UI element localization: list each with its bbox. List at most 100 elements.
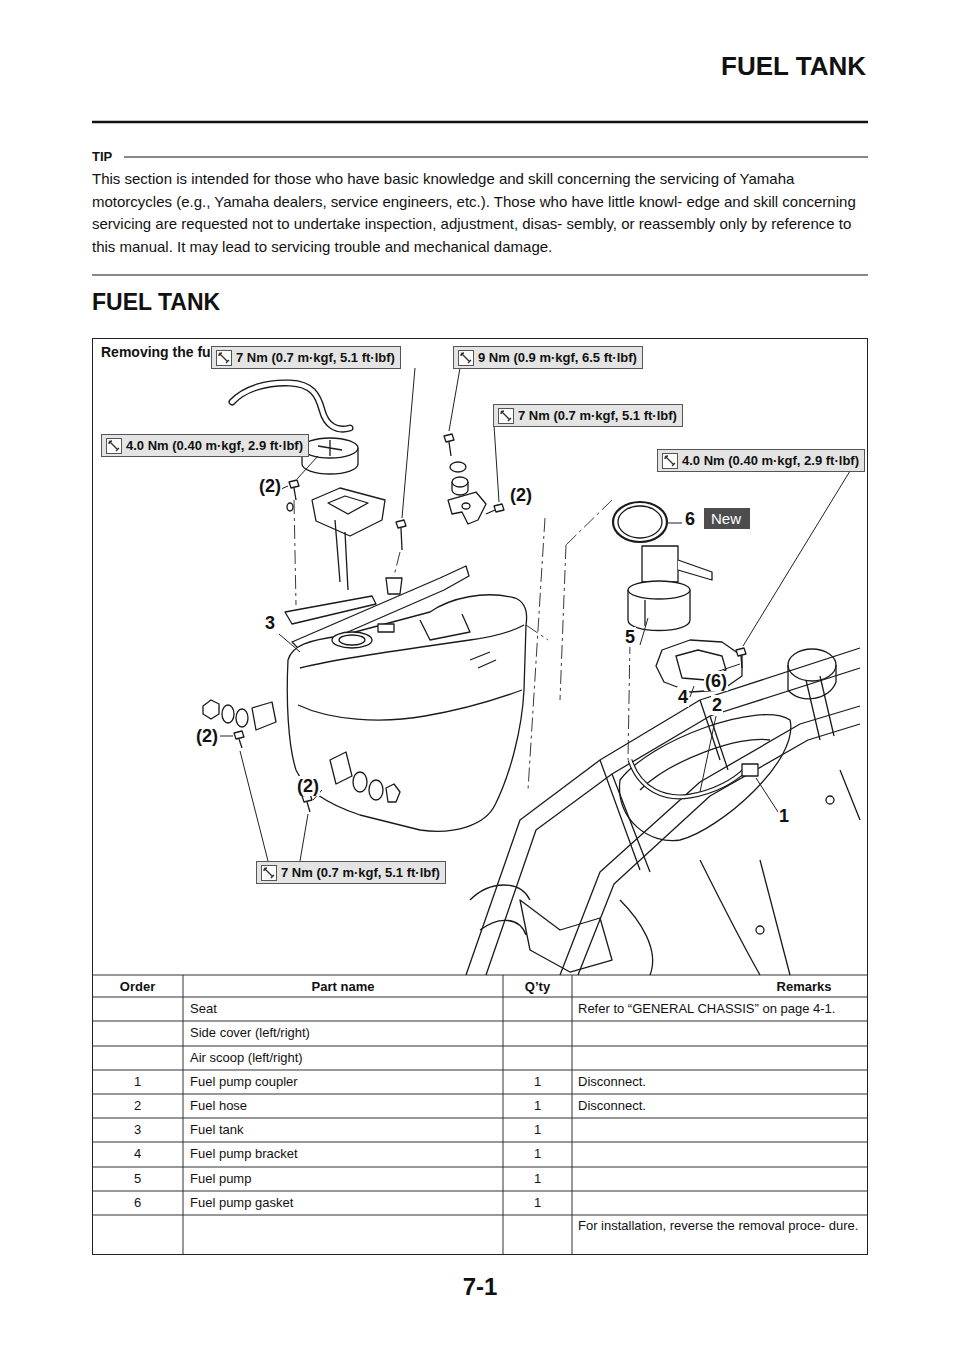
part-name: Fuel pump coupler xyxy=(190,1074,496,1090)
order-number: 2 xyxy=(92,1098,183,1114)
exploded-view-part xyxy=(401,528,402,550)
exploded-view-part xyxy=(378,624,394,632)
exploded-view-part xyxy=(656,640,742,692)
torque-spec: 4.0 Nm (0.40 m·kgf, 2.9 ft·lbf) xyxy=(657,449,865,472)
section-heading: FUEL TANK xyxy=(92,289,220,316)
exploded-view-part xyxy=(287,595,526,831)
torque-icon-frame xyxy=(217,351,232,366)
node-text: 4.0 Nm (0.40 m·kgf, 2.9 ft·lbf) xyxy=(682,453,858,468)
exploded-view-part xyxy=(444,434,454,442)
torque-spec: 7 Nm (0.7 m·kgf, 5.1 ft·lbf) xyxy=(493,404,683,427)
parts-table-grid-part xyxy=(92,1215,868,1216)
leader-lines-part xyxy=(449,368,460,431)
order-number: 5 xyxy=(92,1171,183,1187)
leader-lines-part xyxy=(756,778,780,815)
callout-number: 3 xyxy=(264,613,276,633)
assembly-lines-part xyxy=(394,552,400,576)
torque-icon xyxy=(458,350,474,366)
exploded-view-part-part xyxy=(788,665,836,699)
callout-number: 6 xyxy=(684,509,696,529)
quantity: 1 xyxy=(503,1098,572,1114)
exploded-view-part-part xyxy=(520,900,612,972)
callout-number: (6) xyxy=(704,671,728,691)
parts-table-grid-part xyxy=(572,975,573,1255)
exploded-view-part xyxy=(613,502,667,542)
exploded-view-part xyxy=(318,440,342,456)
remark: Refer to “GENERAL CHASSIS” on page 4-1. xyxy=(578,1001,864,1017)
exploded-view-part xyxy=(339,635,365,645)
parts-table-grid-part xyxy=(92,1167,868,1168)
leader-lines-part xyxy=(402,368,415,518)
part-name: Fuel hose xyxy=(190,1098,496,1114)
callout-number: 5 xyxy=(624,627,636,647)
exploded-view-part xyxy=(462,503,470,509)
page-rules-part xyxy=(92,121,868,124)
exploded-view-part xyxy=(353,772,367,792)
part-name: Fuel tank xyxy=(190,1122,496,1138)
parts-table-grid-part xyxy=(92,1070,868,1071)
wrench-symbol xyxy=(461,353,471,363)
procedure-frame: Removing the fuel tank7 Nm (0.7 m·kgf, 5… xyxy=(92,338,868,1255)
exploded-view-part xyxy=(678,560,712,580)
wrench-symbol xyxy=(219,353,229,363)
exploded-view-part-part xyxy=(826,796,834,804)
callout-number: 1 xyxy=(778,806,790,826)
exploded-view-part xyxy=(742,764,758,776)
leader-lines-part xyxy=(700,716,716,792)
exploded-view-part xyxy=(239,739,242,748)
exploded-view-part xyxy=(298,690,522,720)
exploded-view-part xyxy=(452,477,468,487)
assembly-lines-part xyxy=(560,545,566,700)
callout-number: 2 xyxy=(711,695,723,715)
torque-icon xyxy=(498,408,514,424)
leader-lines-part xyxy=(279,634,300,652)
leader-lines-part xyxy=(220,736,233,737)
node-text: 4.0 Nm (0.40 m·kgf, 2.9 ft·lbf) xyxy=(126,438,302,453)
torque-spec: 7 Nm (0.7 m·kgf, 5.1 ft·lbf) xyxy=(211,346,401,369)
torque-icon-frame xyxy=(459,351,474,366)
quantity: 1 xyxy=(503,1122,572,1138)
tip-text: This section is intended for those who h… xyxy=(92,168,868,258)
tip-heading: TIP xyxy=(92,149,132,165)
leader-lines-part xyxy=(494,425,499,502)
node-text: 7 Nm (0.7 m·kgf, 5.1 ft·lbf) xyxy=(518,408,676,423)
torque-icon-frame xyxy=(499,409,514,424)
parts-table-grid-part xyxy=(92,975,868,976)
exploded-view-part xyxy=(628,581,690,599)
torque-spec: 9 Nm (0.9 m·kgf, 6.5 ft·lbf) xyxy=(453,346,643,369)
exploded-view-part-part xyxy=(470,885,530,935)
torque-icon-frame xyxy=(107,439,122,454)
exploded-view-part xyxy=(287,503,293,511)
parts-table-grid-part xyxy=(92,1094,868,1095)
parts-table-grid-part xyxy=(92,1046,868,1047)
parts-table-grid xyxy=(92,975,868,1255)
parts-table-grid-part xyxy=(92,1021,868,1022)
exploded-view-part xyxy=(335,520,340,582)
part-name: Air scoop (left/right) xyxy=(190,1050,496,1066)
parts-table-grid-part xyxy=(92,1191,868,1192)
assembly-lines-part xyxy=(294,500,296,605)
exploded-view-part xyxy=(232,383,350,429)
callout-number: (2) xyxy=(258,476,282,496)
exploded-view-part xyxy=(396,520,406,528)
running-header: FUEL TANK xyxy=(566,50,866,83)
exploded-view-part xyxy=(618,506,662,538)
exploded-view-part xyxy=(330,752,352,784)
exploded-view-part xyxy=(307,802,310,812)
exploded-view-part xyxy=(302,438,358,458)
parts-table-grid-part xyxy=(503,975,504,1255)
exploded-view-part xyxy=(203,700,219,719)
assembly-lines-part xyxy=(528,518,545,790)
exploded-view-part xyxy=(236,709,248,727)
page-rules-part xyxy=(124,157,868,158)
torque-icon xyxy=(106,438,122,454)
page-rules xyxy=(92,122,868,275)
exploded-view-part xyxy=(300,625,524,668)
parts-table-grid-part xyxy=(183,975,184,1255)
exploded-view-part xyxy=(294,488,296,500)
quantity: 1 xyxy=(503,1195,572,1211)
leader-lines-part xyxy=(240,751,268,861)
quantity: 1 xyxy=(503,1146,572,1162)
exploded-view-part xyxy=(289,480,299,488)
